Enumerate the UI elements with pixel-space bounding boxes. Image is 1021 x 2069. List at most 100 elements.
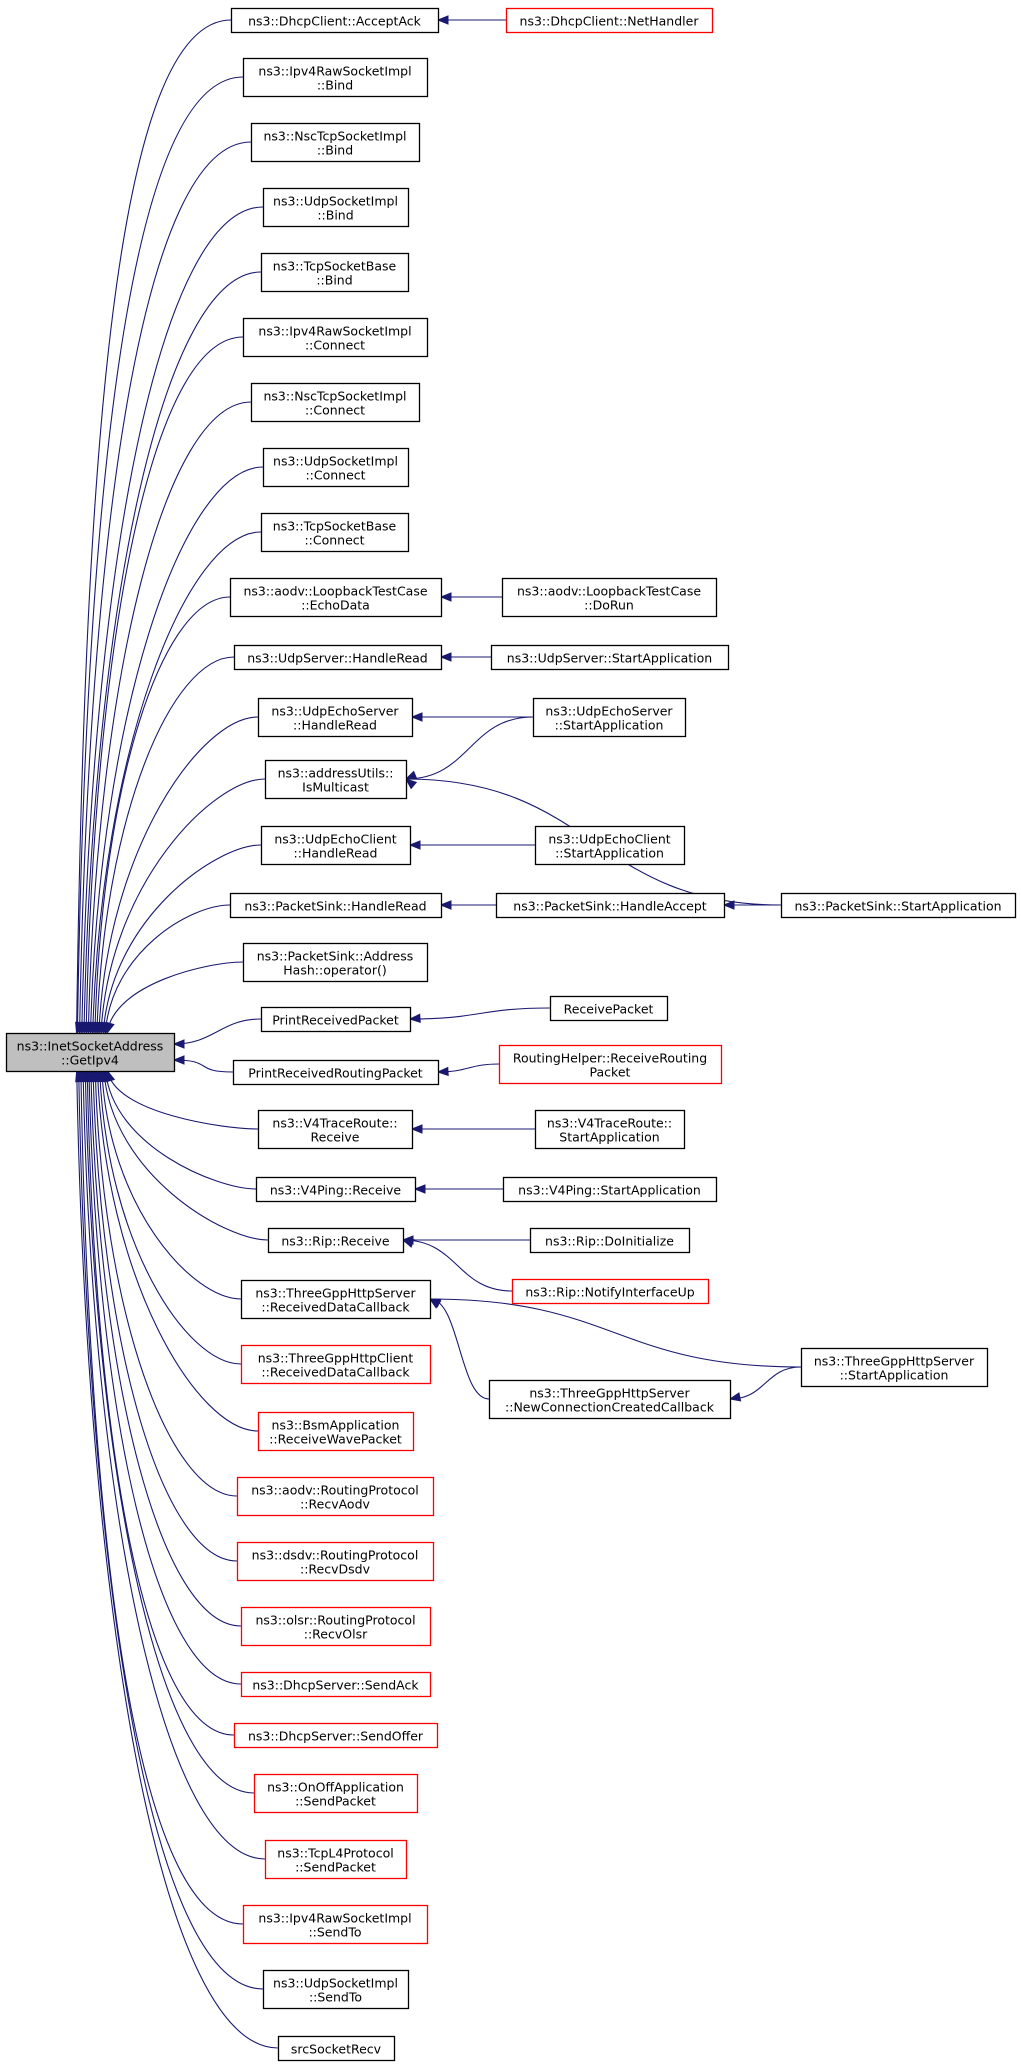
node-packetsink-startapp[interactable]: ns3::PacketSink::StartApplication	[780, 892, 1017, 919]
node-udpechoclient-startapp[interactable]: ns3::UdpEchoClient::StartApplication	[534, 825, 686, 866]
node-olsr-recvolsr[interactable]: ns3::olsr::RoutingProtocol::RecvOlsr	[240, 1606, 432, 1647]
node-nsctcp-connect[interactable]: ns3::NscTcpSocketImpl::Connect	[250, 382, 421, 423]
edge-line	[90, 1070, 242, 1627]
node-label: ns3::ThreeGppHttpServer	[814, 1354, 975, 1369]
node-rip-receive[interactable]: ns3::Rip::Receive	[267, 1227, 405, 1254]
edge-udpserver-handleread-to-root	[95, 656, 235, 1035]
node-http-client-receiveddata[interactable]: ns3::ThreeGppHttpClient::ReceivedDataCal…	[240, 1344, 432, 1385]
node-aodv-echodata[interactable]: ns3::aodv::LoopbackTestCase::EchoData	[229, 577, 443, 618]
node-label: ::StartApplication	[840, 1368, 949, 1383]
edge-packetsink-addresshash-to-root	[105, 961, 244, 1035]
node-label: ns3::DhcpServer::SendOffer	[248, 1729, 424, 1744]
node-label: ns3::UdpEchoClient	[548, 832, 670, 847]
node-aodv-dorun[interactable]: ns3::aodv::LoopbackTestCase::DoRun	[501, 577, 718, 618]
node-srcsocketrecv[interactable]: srcSocketRecv	[277, 2035, 396, 2062]
node-label: ::DoRun	[584, 598, 634, 613]
node-dsdv-recvdsdv[interactable]: ns3::dsdv::RoutingProtocol::RecvDsdv	[236, 1541, 435, 1582]
node-ipv4raw-connect[interactable]: ns3::Ipv4RawSocketImpl::Connect	[242, 317, 429, 358]
node-label: ns3::UdpEchoServer	[545, 704, 673, 719]
node-ipv4raw-bind[interactable]: ns3::Ipv4RawSocketImpl::Bind	[242, 57, 429, 98]
node-root[interactable]: ns3::InetSocketAddress::GetIpv4	[5, 1032, 176, 1073]
edge-line	[173, 1059, 234, 1073]
edge-line	[106, 961, 244, 1034]
node-tcpbase-connect[interactable]: ns3::TcpSocketBase::Connect	[260, 512, 410, 553]
node-receivepacket[interactable]: ReceivePacket	[549, 995, 669, 1022]
node-onoff-sendpacket[interactable]: ns3::OnOffApplication::SendPacket	[253, 1773, 419, 1814]
node-udpserver-handleread[interactable]: ns3::UdpServer::HandleRead	[233, 644, 443, 671]
node-tcpbase-bind[interactable]: ns3::TcpSocketBase::Bind	[260, 252, 410, 293]
node-label: ns3::UdpServer::StartApplication	[507, 651, 712, 666]
node-ipv4raw-sendto[interactable]: ns3::Ipv4RawSocketImpl::SendTo	[242, 1904, 429, 1945]
node-udpserver-startapp[interactable]: ns3::UdpServer::StartApplication	[490, 644, 730, 671]
node-box	[264, 1839, 408, 1880]
node-v4traceroute-receive[interactable]: ns3::V4TraceRoute::Receive	[257, 1109, 414, 1150]
edge-line	[88, 1070, 242, 1685]
node-dhcpserver-sendoffer[interactable]: ns3::DhcpServer::SendOffer	[233, 1722, 439, 1749]
node-box	[260, 1006, 412, 1033]
node-label: ::Connect	[304, 533, 364, 548]
node-label: ns3::Rip::DoInitialize	[545, 1234, 674, 1249]
node-http-server-receiveddata[interactable]: ns3::ThreeGppHttpServer::ReceivedDataCal…	[240, 1279, 432, 1320]
node-printreceivedpacket[interactable]: PrintReceivedPacket	[260, 1006, 412, 1033]
edge-line	[87, 401, 252, 1034]
edge-line	[409, 1007, 551, 1020]
node-addrutils-ismulticast[interactable]: ns3::addressUtils::IsMulticast	[264, 759, 408, 800]
node-aodv-recvaodv[interactable]: ns3::aodv::RoutingProtocol::RecvAodv	[236, 1476, 435, 1517]
edge-routinghelper-receive-to-printreceivedrouting	[436, 1063, 500, 1077]
node-box	[229, 892, 443, 919]
edge-arrow	[436, 15, 449, 25]
edge-line	[100, 778, 266, 1034]
node-http-server-startapp[interactable]: ns3::ThreeGppHttpServer::StartApplicatio…	[800, 1347, 989, 1388]
edge-line	[83, 271, 262, 1034]
node-v4traceroute-startapp[interactable]: ns3::V4TraceRoute::StartApplication	[534, 1109, 686, 1150]
node-box	[236, 1541, 435, 1582]
node-rip-notifyinterfaceup[interactable]: ns3::Rip::NotifyInterfaceUp	[511, 1278, 710, 1305]
node-label: ::Connect	[305, 403, 365, 418]
node-udpechoserver-handleread[interactable]: ns3::UdpEchoServer::HandleRead	[257, 697, 414, 738]
node-nsctcp-bind[interactable]: ns3::NscTcpSocketImpl::Bind	[250, 122, 421, 163]
edge-line	[96, 656, 235, 1034]
node-label: ::RecvOlsr	[304, 1627, 368, 1642]
node-udpechoclient-handleread[interactable]: ns3::UdpEchoClient::HandleRead	[260, 825, 412, 866]
node-http-server-newconn[interactable]: ns3::ThreeGppHttpServer::NewConnectionCr…	[488, 1379, 732, 1420]
edge-line	[402, 1239, 513, 1292]
edge-line	[92, 1070, 238, 1562]
node-label: ns3::NscTcpSocketImpl	[264, 129, 407, 144]
edge-line	[104, 904, 231, 1034]
node-dhcpc-acceptack[interactable]: ns3::DhcpClient::AcceptAck	[230, 7, 440, 34]
node-v4ping-receive[interactable]: ns3::V4Ping::Receive	[255, 1176, 417, 1203]
node-packetsink-handleaccept[interactable]: ns3::PacketSink::HandleAccept	[495, 892, 726, 919]
node-rip-doinitialize[interactable]: ns3::Rip::DoInitialize	[529, 1227, 691, 1254]
edge-line	[99, 1070, 242, 1365]
edge-olsr-recvolsr-to-root	[89, 1069, 242, 1627]
node-tcpl4-sendpacket[interactable]: ns3::TcpL4Protocol::SendPacket	[264, 1839, 408, 1880]
node-box	[257, 1109, 414, 1150]
node-udpsock-connect[interactable]: ns3::UdpSocketImpl::Connect	[262, 447, 410, 488]
node-box	[262, 447, 410, 488]
node-label: ns3::InetSocketAddress	[17, 1039, 164, 1054]
node-label: ::Connect	[305, 338, 365, 353]
node-udpsock-bind[interactable]: ns3::UdpSocketImpl::Bind	[262, 187, 410, 228]
edge-line	[101, 1070, 242, 1300]
node-bsm-receivewave[interactable]: ns3::BsmApplication::ReceiveWavePacket	[257, 1411, 415, 1452]
node-label: ns3::PacketSink::HandleAccept	[513, 899, 706, 914]
node-udpsock-sendto[interactable]: ns3::UdpSocketImpl::SendTo	[262, 1969, 410, 2010]
node-label: Receive	[311, 1130, 360, 1145]
node-v4ping-startapp[interactable]: ns3::V4Ping::StartApplication	[502, 1176, 718, 1203]
edge-udpserver-startapp-to-udpserver-handleread	[439, 652, 491, 662]
node-label: ::Bind	[317, 143, 353, 158]
node-dhcpc-nethandler[interactable]: ns3::DhcpClient::NetHandler	[505, 7, 714, 34]
node-label: ns3::UdpSocketImpl	[273, 1976, 398, 1991]
node-box	[242, 317, 429, 358]
node-udpechoserver-startapp[interactable]: ns3::UdpEchoServer::StartApplication	[532, 697, 687, 738]
node-box	[498, 1044, 723, 1085]
node-dhcpserver-sendack[interactable]: ns3::DhcpServer::SendAck	[240, 1671, 432, 1698]
node-printreceivedrouting[interactable]: PrintReceivedRoutingPacket	[232, 1059, 440, 1086]
edge-udpechoclient-handleread-to-root	[101, 844, 262, 1035]
edge-aodv-dorun-to-aodv-echodata	[439, 592, 502, 602]
edge-line	[76, 1070, 279, 2049]
edge-v4traceroute-startapp-to-v4traceroute-receive	[410, 1124, 535, 1134]
node-packetsink-handleread[interactable]: ns3::PacketSink::HandleRead	[229, 892, 443, 919]
